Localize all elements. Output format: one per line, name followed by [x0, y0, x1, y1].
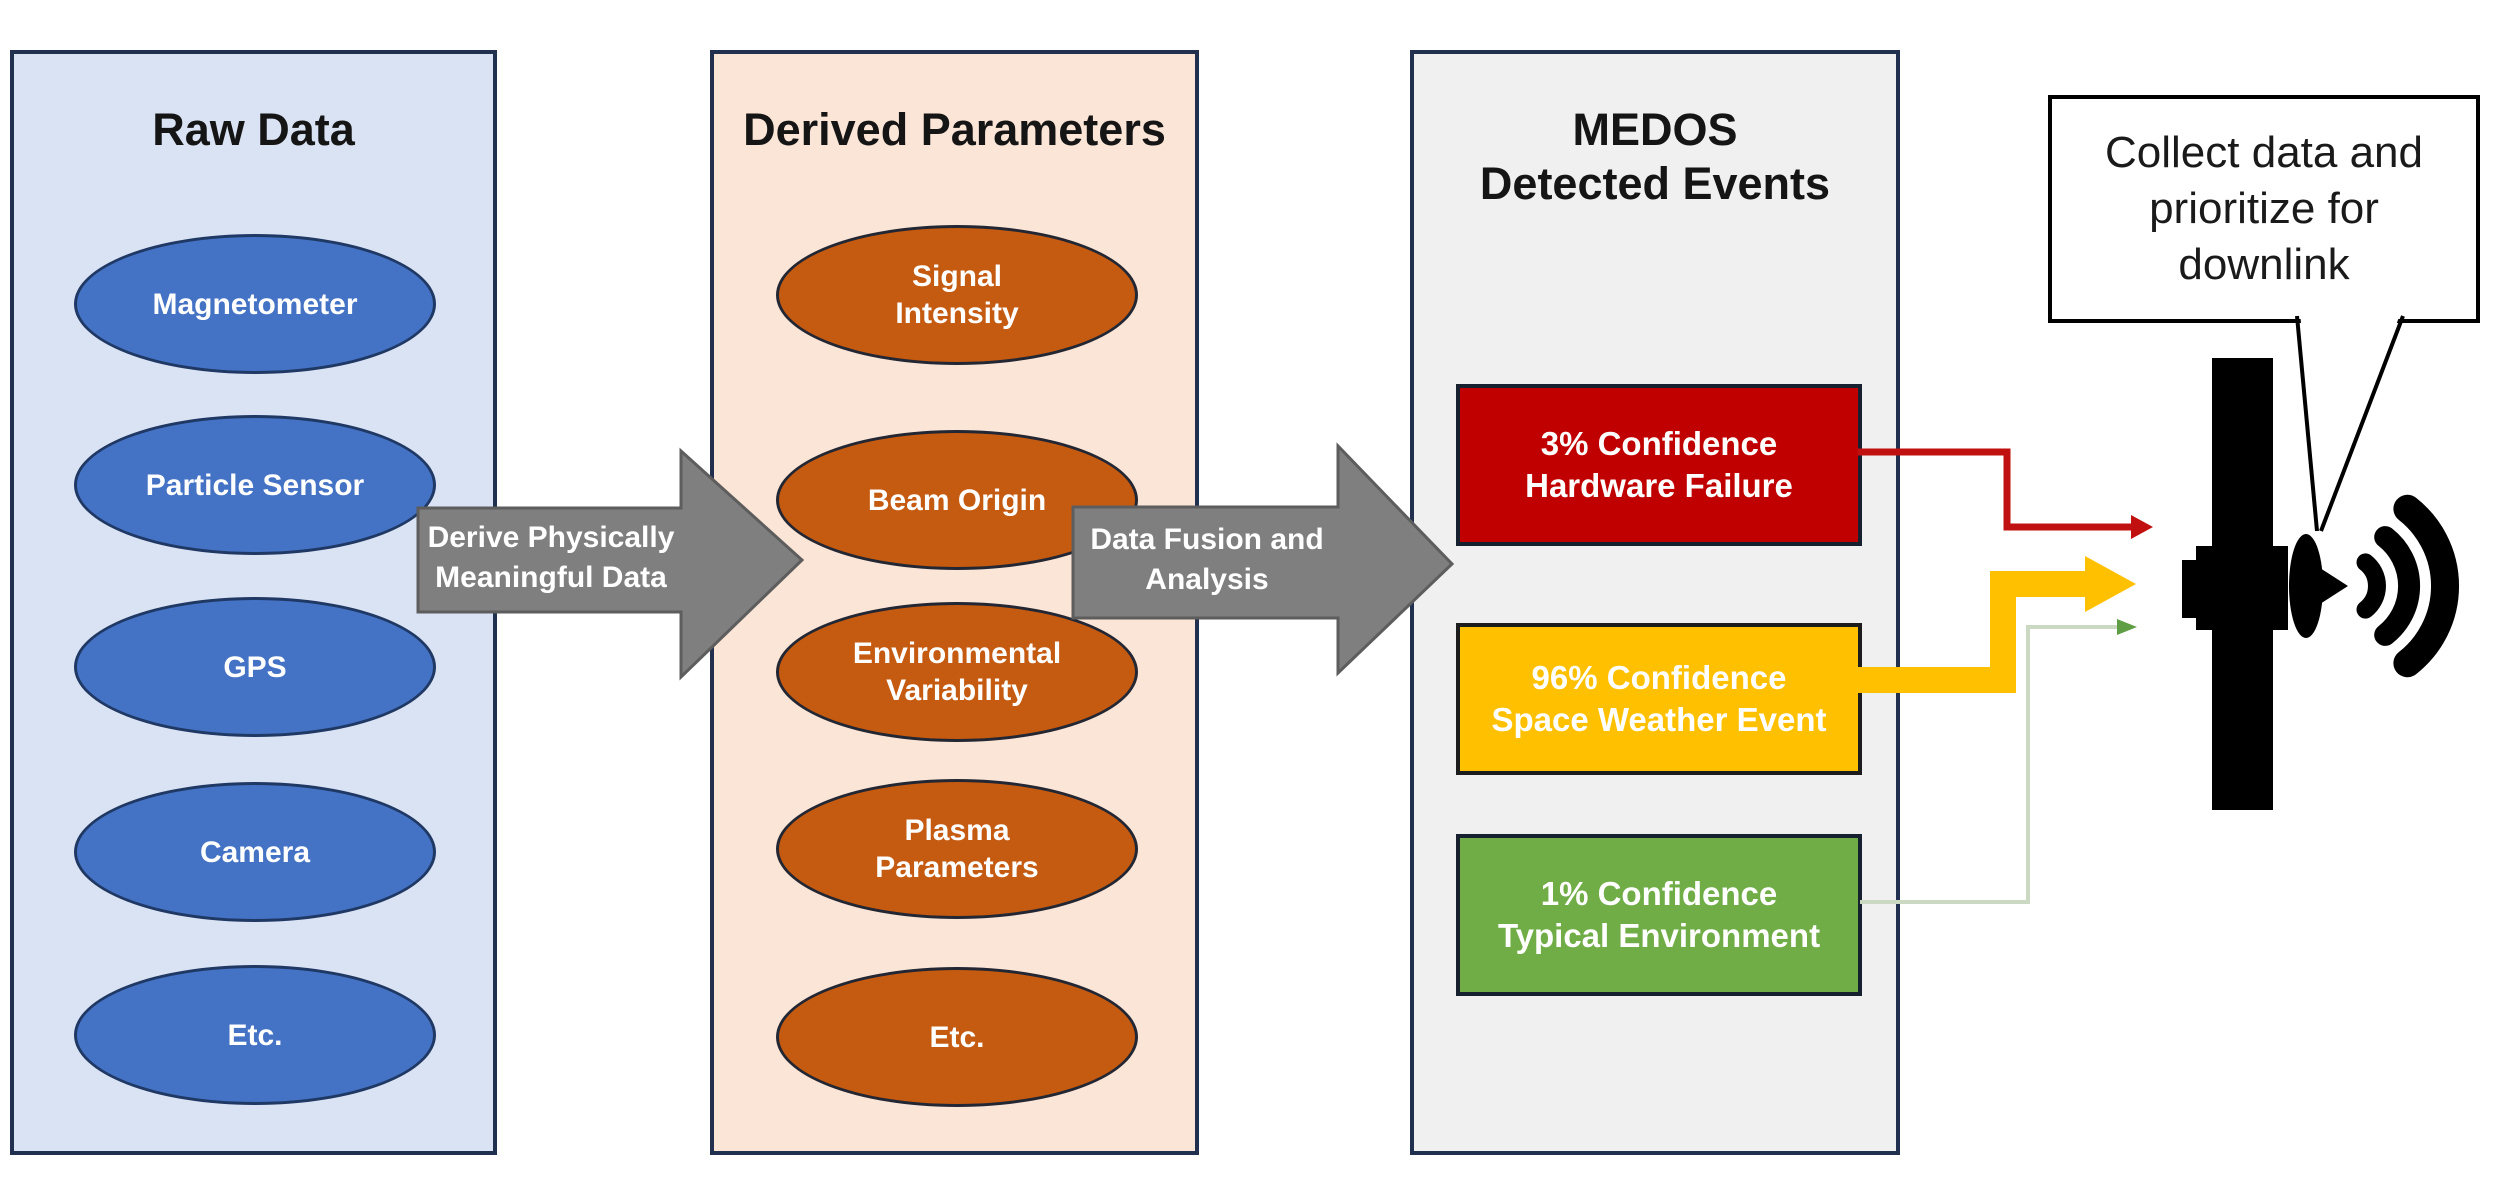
node-magnetometer: Magnetometer: [74, 234, 436, 374]
panel-medos-title: MEDOS Detected Events: [1479, 104, 1831, 210]
event-hardware-failure: 3% Confidence Hardware Failure: [1456, 384, 1862, 546]
speech-bubble: Collect data and prioritize for downlink: [2048, 95, 2480, 323]
node-beam-origin: Beam Origin: [776, 430, 1138, 570]
node-label: Magnetometer: [152, 287, 358, 321]
process-arrow-derive: [416, 447, 805, 681]
panel-derived-parameters: Derived Parameters Signal Intensity Beam…: [710, 50, 1199, 1155]
panel-raw-title: Raw Data: [152, 104, 355, 156]
satellite-dish: [2289, 534, 2323, 638]
event-label: 96% Confidence Space Weather Event: [1491, 659, 1827, 738]
node-camera: Camera: [74, 782, 436, 922]
node-signal-intensity: Signal Intensity: [776, 225, 1138, 365]
satellite-dish-feed: [2320, 568, 2348, 604]
node-label: Environmental Variability: [852, 637, 1062, 707]
event-label: 1% Confidence Typical Environment: [1497, 875, 1821, 954]
node-gps: GPS: [74, 597, 436, 737]
node-particle-sensor: Particle Sensor: [74, 415, 436, 555]
routing-arrow-hardware-failure: [1858, 448, 2153, 539]
event-label: 3% Confidence Hardware Failure: [1525, 425, 1793, 504]
node-label: Beam Origin: [867, 483, 1047, 517]
node-etc-derived: Etc.: [776, 967, 1138, 1107]
node-label: Etc.: [929, 1020, 985, 1054]
node-label: GPS: [223, 650, 287, 684]
event-space-weather: 96% Confidence Space Weather Event: [1456, 623, 1862, 775]
panel-raw-data: Raw Data Magnetometer Particle Sensor GP…: [10, 50, 497, 1155]
panel-derived-title: Derived Parameters: [743, 104, 1166, 156]
node-label: Signal Intensity: [895, 260, 1019, 330]
node-label: Camera: [199, 835, 311, 869]
node-etc-raw: Etc.: [74, 965, 436, 1105]
process-arrow-fusion-label: Data Fusion and Analysis: [1090, 523, 1324, 596]
process-arrow-fusion: [1071, 442, 1455, 677]
satellite-body-tab: [2182, 560, 2198, 618]
event-typical-environment: 1% Confidence Typical Environment: [1456, 834, 1862, 996]
speech-bubble-text: Collect data and prioritize for downlink: [2105, 128, 2423, 289]
node-label: Etc.: [227, 1018, 283, 1052]
node-label: Plasma Parameters: [875, 814, 1039, 884]
node-environmental-variability: Environmental Variability: [776, 602, 1138, 742]
node-label: Particle Sensor: [145, 468, 365, 502]
node-plasma-parameters: Plasma Parameters: [776, 779, 1138, 919]
satellite-body: [2196, 546, 2288, 630]
process-arrow-derive-label: Derive Physically Meaningful Data: [427, 521, 675, 594]
satellite-icon: [2182, 358, 2460, 810]
signal-waves-icon: [2356, 494, 2460, 678]
routing-arrow-typical-environment: [1860, 619, 2137, 904]
speech-bubble-tail: [2295, 312, 2405, 532]
panel-medos-detected-events: MEDOS Detected Events 3% Confidence Hard…: [1410, 50, 1900, 1155]
routing-arrow-space-weather: [1856, 556, 2136, 693]
